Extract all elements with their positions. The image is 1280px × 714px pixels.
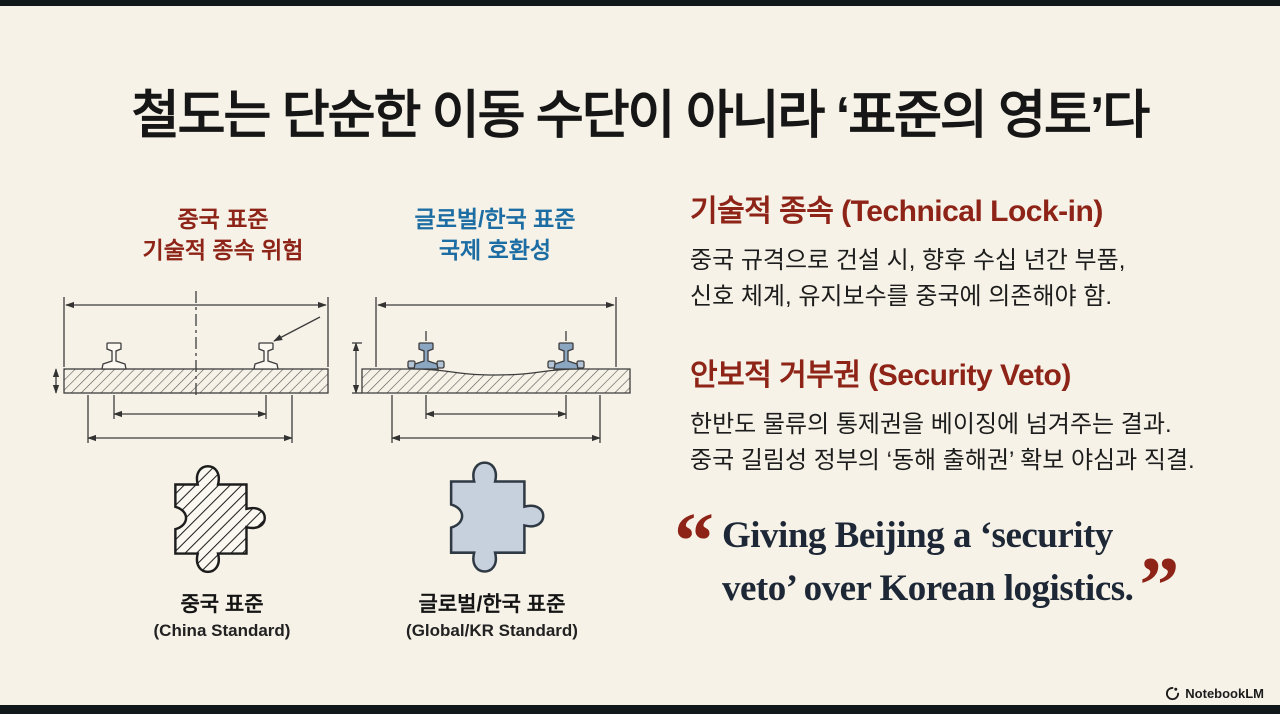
global-caption-line2: (Global/KR Standard) bbox=[406, 621, 578, 640]
quote-line1: Giving Beijing a ‘security bbox=[722, 515, 1113, 556]
quote-text: Giving Beijing a ‘security veto’ over Ko… bbox=[722, 515, 1179, 630]
china-puzzle-piece-icon bbox=[174, 465, 266, 574]
global-heading-line1: 글로벌/한국 표준 bbox=[414, 206, 576, 232]
notebooklm-watermark: NotebookLM bbox=[1165, 686, 1264, 701]
global-puzzle-caption: 글로벌/한국 표준 (Global/KR Standard) bbox=[352, 588, 632, 641]
quote-line2: veto’ over Korean logistics. bbox=[722, 567, 1134, 609]
china-puzzle-caption: 중국 표준 (China Standard) bbox=[82, 588, 362, 641]
top-edge-bar bbox=[0, 0, 1280, 6]
bottom-edge-bar bbox=[0, 705, 1280, 714]
lockin-heading: 기술적 종속 (Technical Lock-in) bbox=[690, 195, 1103, 228]
lockin-body: 중국 규격으로 건설 시, 향후 수십 년간 부품, 신호 체계, 유지보수를 … bbox=[690, 243, 1250, 315]
china-caption-line2: (China Standard) bbox=[153, 621, 291, 640]
china-rail-diagram bbox=[52, 291, 329, 443]
notebooklm-icon bbox=[1166, 686, 1180, 701]
veto-body-line1: 한반도 물류의 통제권을 베이징에 넘겨주는 결과. bbox=[690, 411, 1172, 438]
rail-profile-with-clips-icon bbox=[407, 342, 445, 370]
global-caption-line1: 글로벌/한국 표준 bbox=[418, 593, 566, 616]
rail-profile-icon bbox=[253, 342, 279, 370]
lockin-body-line1: 중국 규격으로 건설 시, 향후 수십 년간 부품, bbox=[690, 247, 1126, 274]
lockin-body-line2: 신호 체계, 유지보수를 중국에 의존해야 함. bbox=[690, 283, 1113, 310]
china-diagram-heading: 중국 표준 기술적 종속 위험 bbox=[88, 204, 358, 266]
china-heading-line1: 중국 표준 bbox=[177, 206, 269, 232]
rail-profile-with-clips-icon bbox=[547, 342, 585, 370]
china-caption-line1: 중국 표준 bbox=[180, 593, 264, 616]
slide-title: 철도는 단순한 이동 수단이 아니라 ‘표준의 영토’다 bbox=[131, 86, 1150, 145]
veto-body: 한반도 물류의 통제권을 베이징에 넘겨주는 결과. 중국 길림성 정부의 ‘동… bbox=[690, 407, 1250, 479]
global-rail-diagram bbox=[352, 297, 631, 443]
global-heading-line2: 국제 호환성 bbox=[438, 237, 552, 264]
china-heading-line2: 기술적 종속 위험 bbox=[142, 237, 304, 264]
veto-body-line2: 중국 길림성 정부의 ‘동해 출해권’ 확보 야심과 직결. bbox=[690, 447, 1195, 474]
rail-profile-icon bbox=[101, 342, 127, 370]
global-puzzle-piece-icon bbox=[449, 461, 545, 573]
open-quote-mark: “ bbox=[674, 498, 714, 586]
veto-heading: 안보적 거부권 (Security Veto) bbox=[690, 359, 1071, 392]
global-diagram-heading: 글로벌/한국 표준 국제 호환성 bbox=[360, 204, 630, 266]
section-technical-lockin: 기술적 종속 (Technical Lock-in) 중국 규격으로 건설 시,… bbox=[690, 186, 1250, 315]
pull-quote: “ Giving Beijing a ‘security veto’ over … bbox=[674, 498, 1260, 630]
brand-label: NotebookLM bbox=[1185, 686, 1264, 701]
section-security-veto: 안보적 거부권 (Security Veto) 한반도 물류의 통제권을 베이징… bbox=[690, 350, 1250, 479]
